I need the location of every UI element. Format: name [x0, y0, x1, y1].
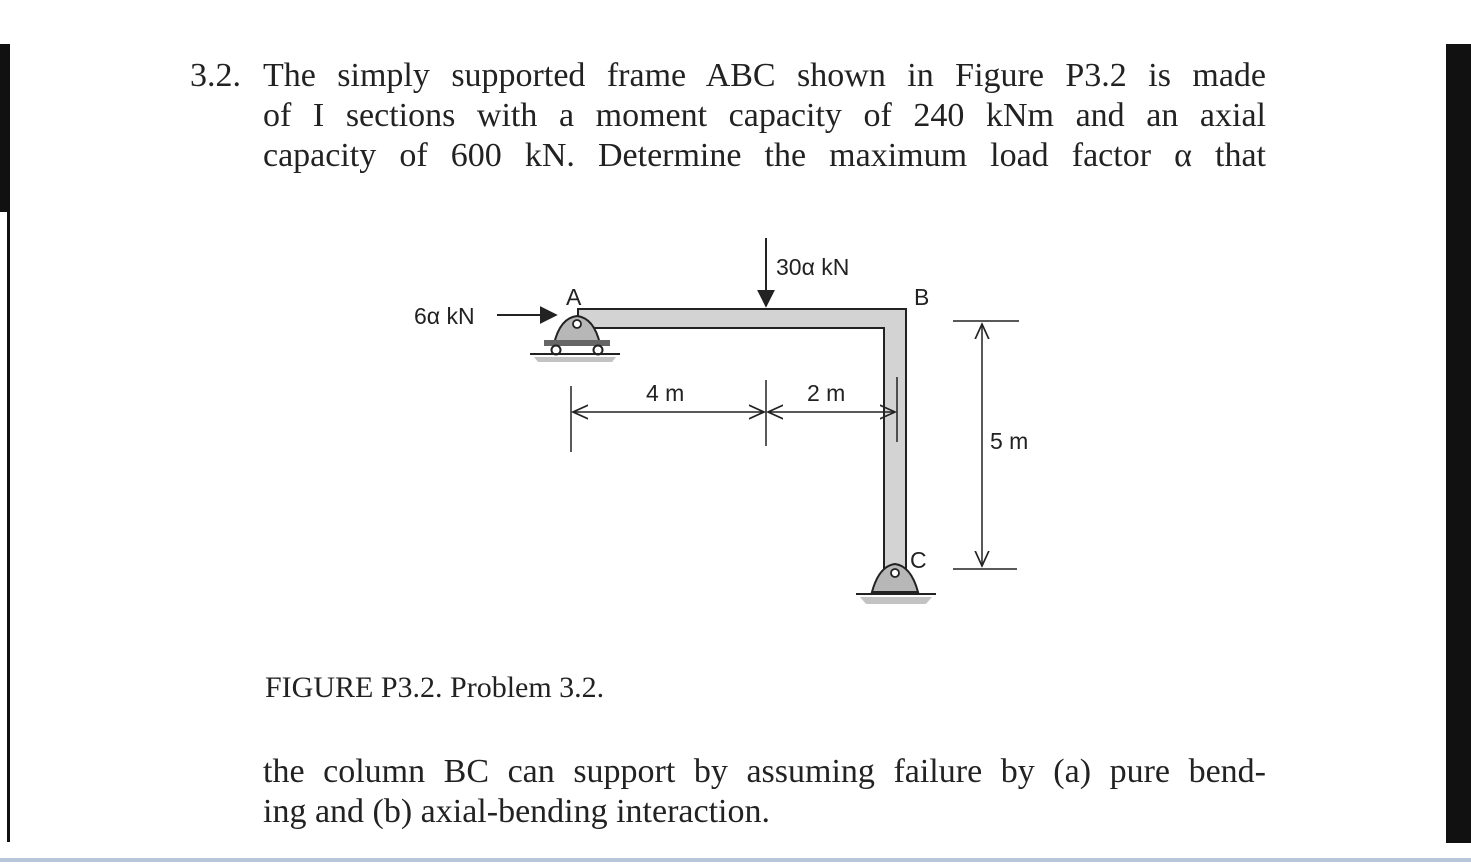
pin-support-c [856, 562, 936, 604]
problem-line-2: of I sections with a moment capacity of … [263, 97, 1266, 134]
problem-line-1: The simply supported frame ABC shown in … [263, 57, 1266, 94]
dimension-2m-label: 2 m [807, 380, 845, 406]
vertical-load-label: 30α kN [776, 254, 849, 280]
page-bottom-divider [0, 858, 1471, 862]
point-c-label: C [910, 547, 927, 573]
dimension-4m-label: 4 m [646, 380, 684, 406]
vertical-dimension [953, 320, 1019, 570]
point-a-label: A [566, 284, 582, 310]
horizontal-load-label: 6α kN [414, 303, 475, 329]
problem-line-3: capacity of 600 kN. Determine the maximu… [263, 137, 1266, 174]
page-edge-left-thin [7, 212, 10, 842]
page-edge-right [1446, 44, 1471, 843]
roller-support-a [530, 314, 620, 362]
continuation-line-2: ing and (b) axial-bending interaction. [263, 793, 770, 830]
horizontal-dimension [570, 377, 898, 452]
dimension-5m-label: 5 m [990, 428, 1028, 454]
page-edge-left [0, 44, 10, 212]
problem-continuation: the column BC can support by assuming fa… [263, 752, 1266, 832]
problem-statement: The simply supported frame ABC shown in … [263, 56, 1266, 176]
continuation-line-1: the column BC can support by assuming fa… [263, 753, 1266, 790]
frame-member [577, 308, 907, 587]
figure-caption: FIGURE P3.2. Problem 3.2. [265, 671, 605, 704]
point-b-label: B [914, 284, 929, 310]
problem-number: 3.2. [190, 57, 241, 94]
